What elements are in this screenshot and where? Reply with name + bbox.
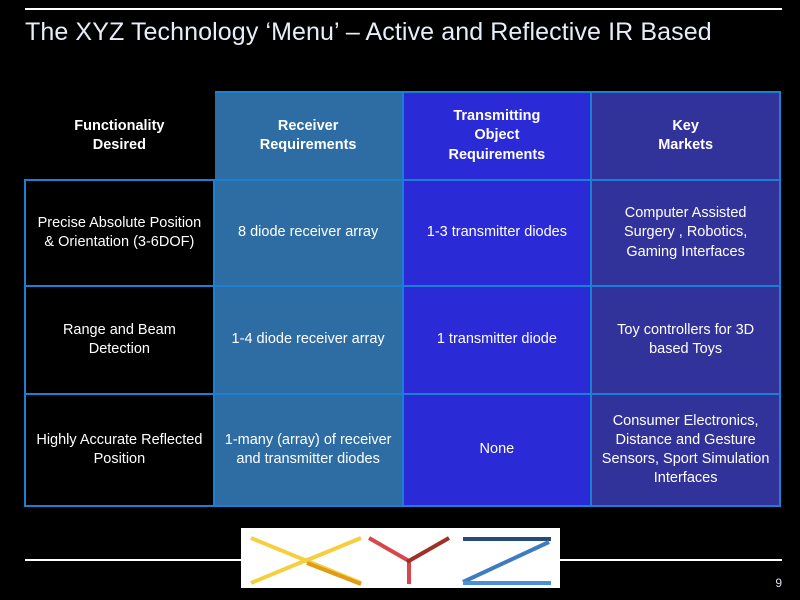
xyz-logo-graphic — [250, 536, 551, 586]
logo-x-stroke-c — [304, 536, 362, 563]
table-row: Highly Accurate Reflected Position 1-man… — [24, 393, 781, 507]
cell-receiver: 1-many (array) of receiver and transmitt… — [212, 393, 404, 507]
table-header-row: Functionality Desired Receiver Requireme… — [24, 91, 781, 181]
logo-x-stroke-d — [306, 561, 362, 586]
xyz-logo — [241, 528, 560, 588]
cell-receiver: 8 diode receiver array — [212, 179, 404, 287]
column-header-functionality-line1: Functionality Desired — [74, 117, 165, 153]
cell-functionality: Range and Beam Detection — [24, 285, 215, 395]
page-number: 9 — [775, 576, 782, 590]
column-header-transmitting-line1: Transmitting Object Requirements — [448, 108, 546, 163]
column-header-markets-line1: Key Markets — [658, 117, 714, 153]
cell-transmitting: 1 transmitter diode — [401, 285, 593, 395]
cell-transmitting: None — [401, 393, 593, 507]
logo-y-stroke-left — [368, 536, 410, 563]
logo-y-stroke-right — [406, 536, 450, 564]
table-row: Range and Beam Detection 1-4 diode recei… — [24, 285, 781, 395]
column-header-receiver-line1: Receiver Requirements — [259, 117, 357, 153]
technology-menu-table: Functionality Desired Receiver Requireme… — [24, 91, 781, 507]
title-divider-line — [25, 8, 782, 10]
cell-functionality: Precise Absolute Position & Orientation … — [24, 179, 215, 287]
cell-markets: Consumer Electronics, Distance and Gestu… — [590, 393, 781, 507]
column-header-transmitting: Transmitting Object Requirements — [401, 91, 593, 181]
logo-x-stroke-b — [250, 557, 310, 585]
column-header-receiver: Receiver Requirements — [212, 91, 404, 181]
table-row: Precise Absolute Position & Orientation … — [24, 179, 781, 287]
cell-markets: Toy controllers for 3D based Toys — [590, 285, 781, 395]
page-title: The XYZ Technology ‘Menu’ – Active and R… — [25, 18, 712, 46]
column-header-markets: Key Markets — [590, 91, 781, 181]
cell-transmitting: 1-3 transmitter diodes — [401, 179, 593, 287]
logo-z-stroke-diagonal — [462, 540, 550, 584]
cell-receiver: 1-4 diode receiver array — [212, 285, 404, 395]
cell-functionality: Highly Accurate Reflected Position — [24, 393, 215, 507]
cell-markets: Computer Assisted Surgery , Robotics, Ga… — [590, 179, 781, 287]
column-header-functionality: Functionality Desired — [24, 91, 215, 181]
